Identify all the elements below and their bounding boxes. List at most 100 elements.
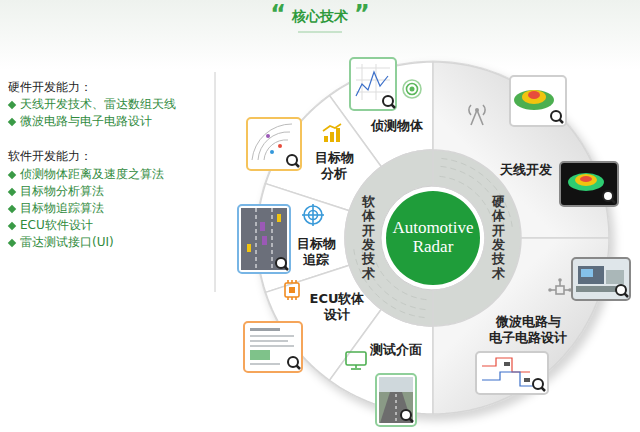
callout-thumbnail-part <box>580 176 592 182</box>
callout-thumbnail-part <box>560 162 618 206</box>
segment-label: 微波电路与 电子电路设计 <box>489 314 567 345</box>
icon-part <box>346 352 366 365</box>
callout-thumbnail-part <box>572 258 630 300</box>
bullet-text: 侦测物体距离及速度之算法 <box>20 167 164 181</box>
callout-thumbnail-part <box>264 140 288 160</box>
icon-part <box>336 128 340 142</box>
callout-thumbnail-part <box>278 144 282 148</box>
callout-thumbnail-part <box>350 58 396 110</box>
bullet-mark <box>8 171 16 179</box>
icon-part <box>295 297 297 300</box>
ring-label: 硬体开发技术 <box>492 195 505 281</box>
magnifier-icon-part <box>625 294 629 298</box>
segment-label: 天线开发 <box>500 162 552 178</box>
callout-thumbnail-part <box>250 363 280 365</box>
bullet-text: 目标物追踪算法 <box>20 201 104 215</box>
wheel-rim <box>256 61 610 415</box>
callout-thumbnail-part <box>380 392 412 423</box>
icon-part <box>556 286 564 294</box>
magnifier-icon <box>383 96 395 108</box>
magnifier-icon-part <box>542 388 546 392</box>
bullet-text: 雷达测试接口(UI) <box>20 235 114 249</box>
magnifier-icon <box>287 155 299 167</box>
section-heading: 软件开发能力： <box>8 149 92 163</box>
circle-fill <box>386 191 480 285</box>
callout-thumbnail-part <box>376 374 416 426</box>
callout-thumbnail-part <box>482 358 530 372</box>
icon-part <box>330 132 334 142</box>
callout-thumbnail-part <box>396 394 397 421</box>
segment-label: 测试介面 <box>370 342 422 358</box>
icon-part <box>289 287 295 293</box>
callout-thumbnail-part <box>356 72 388 96</box>
header-band <box>0 0 640 70</box>
callout-thumbnail-part <box>241 208 287 270</box>
callout-thumbnail-part <box>272 208 273 270</box>
magnifier-icon-part <box>392 105 396 109</box>
callout-thumbnail-part <box>575 174 597 186</box>
callout-thumbnail-part <box>528 91 540 99</box>
separator-line <box>215 72 216 292</box>
segment-label: 侦测物体 <box>371 118 423 134</box>
bullet-mark <box>8 101 16 109</box>
callout-thumbnail-part <box>250 350 270 360</box>
callout-thumbnail <box>244 322 302 372</box>
bullet-text: 天线开发技术、雷达数组天线 <box>20 97 176 111</box>
callout-thumbnail <box>572 258 630 300</box>
segment-icon <box>323 124 341 142</box>
quote-mark: “ <box>270 0 286 29</box>
callout-thumbnail-part <box>252 124 292 160</box>
callout-thumbnail-part <box>522 90 546 104</box>
bullet-text: 目标物分析算法 <box>20 184 104 198</box>
segment-outline <box>433 62 609 238</box>
magnifier-icon-part <box>296 164 300 168</box>
icon-part <box>403 80 421 98</box>
icon-part <box>291 280 293 283</box>
icon-part <box>324 136 328 142</box>
callout-thumbnail-part <box>356 68 390 69</box>
magnifier-icon-part <box>612 200 616 204</box>
callout-thumbnail-part <box>578 266 604 284</box>
title: 核心技术 <box>292 8 348 25</box>
icon-part <box>407 84 418 95</box>
callout-thumbnail-part <box>270 150 274 154</box>
callout-thumbnail <box>476 352 548 394</box>
segment-icon <box>469 105 485 125</box>
callout-thumbnail-part <box>260 222 265 231</box>
callout-thumbnail <box>560 162 618 206</box>
callout-thumbnail-part <box>250 335 294 337</box>
title-underline <box>298 31 342 33</box>
magnifier-icon-part <box>410 419 414 423</box>
callout-thumbnail-part <box>262 236 267 245</box>
icon-part <box>548 288 552 292</box>
magnifier-icon-part <box>560 120 564 124</box>
bullet-mark <box>8 239 16 247</box>
callout-thumbnail-part <box>376 64 377 100</box>
ring-label: 软体开发技术 <box>362 195 375 281</box>
icon-part <box>285 283 299 297</box>
callout-thumbnail-part <box>244 322 302 372</box>
bullet-text: ECU软件设计 <box>20 218 93 232</box>
icon-part <box>558 278 562 282</box>
magnifier-icon <box>616 285 628 297</box>
callout-thumbnail-part <box>510 76 566 126</box>
center-label: Automotive Radar <box>392 219 473 256</box>
callout-thumbnail-part <box>524 378 530 382</box>
bullet-mark <box>8 118 16 126</box>
section-heading: 硬件开发能力： <box>8 80 92 94</box>
callout-thumbnail <box>238 205 290 273</box>
callout-thumbnail <box>376 374 416 426</box>
bullet-mark <box>8 222 16 230</box>
icon-part <box>351 368 361 370</box>
callout-thumbnail-part <box>568 173 604 191</box>
segment-label: 目标物 追踪 <box>297 236 336 267</box>
segment-label: 目标物 分析 <box>315 150 354 181</box>
icon-part <box>355 365 357 368</box>
bullet-text: 微波电路与电子电路设计 <box>20 114 152 128</box>
magnifier-icon-part <box>297 366 301 370</box>
magnifier-icon <box>401 410 413 422</box>
icon-part <box>323 124 341 131</box>
segment-icon <box>346 352 366 369</box>
callout-thumbnail-part <box>606 270 624 284</box>
callout-thumbnail-part <box>238 205 290 273</box>
